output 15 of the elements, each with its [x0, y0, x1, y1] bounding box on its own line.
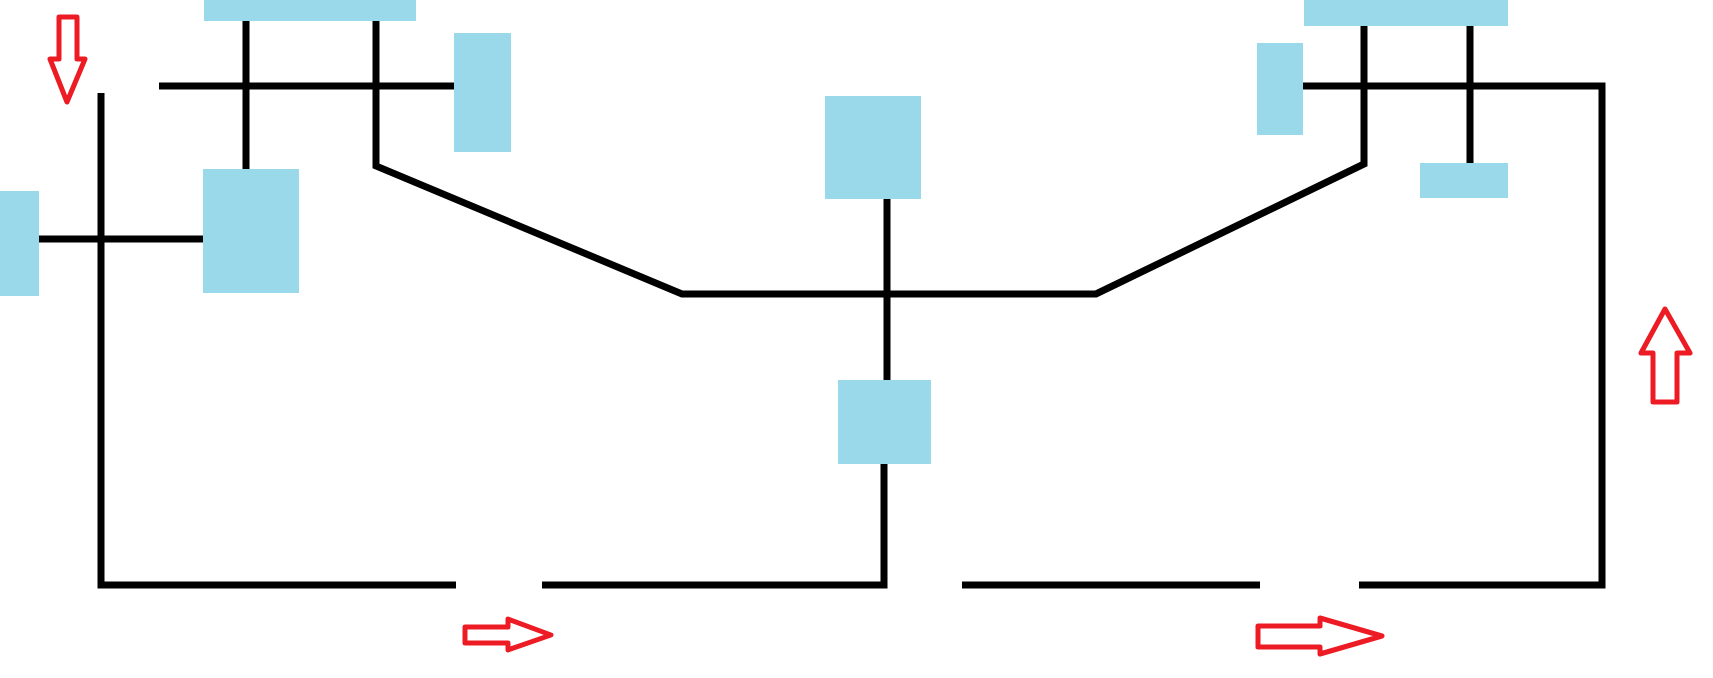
component-block: [825, 96, 921, 199]
connector-line: [883, 199, 891, 380]
component-block: [454, 33, 511, 152]
connector-line: [1466, 26, 1474, 163]
connector-line: [372, 21, 1368, 298]
component-block: [1257, 43, 1303, 135]
component-block: [203, 169, 299, 293]
component-block: [204, 0, 416, 21]
connector-line: [242, 21, 250, 169]
component-block: [838, 380, 931, 464]
connector-line: [1303, 82, 1606, 589]
component-block: [1420, 163, 1508, 198]
component-block: [1304, 0, 1508, 26]
component-block: [0, 191, 39, 296]
connector-line: [39, 235, 203, 243]
